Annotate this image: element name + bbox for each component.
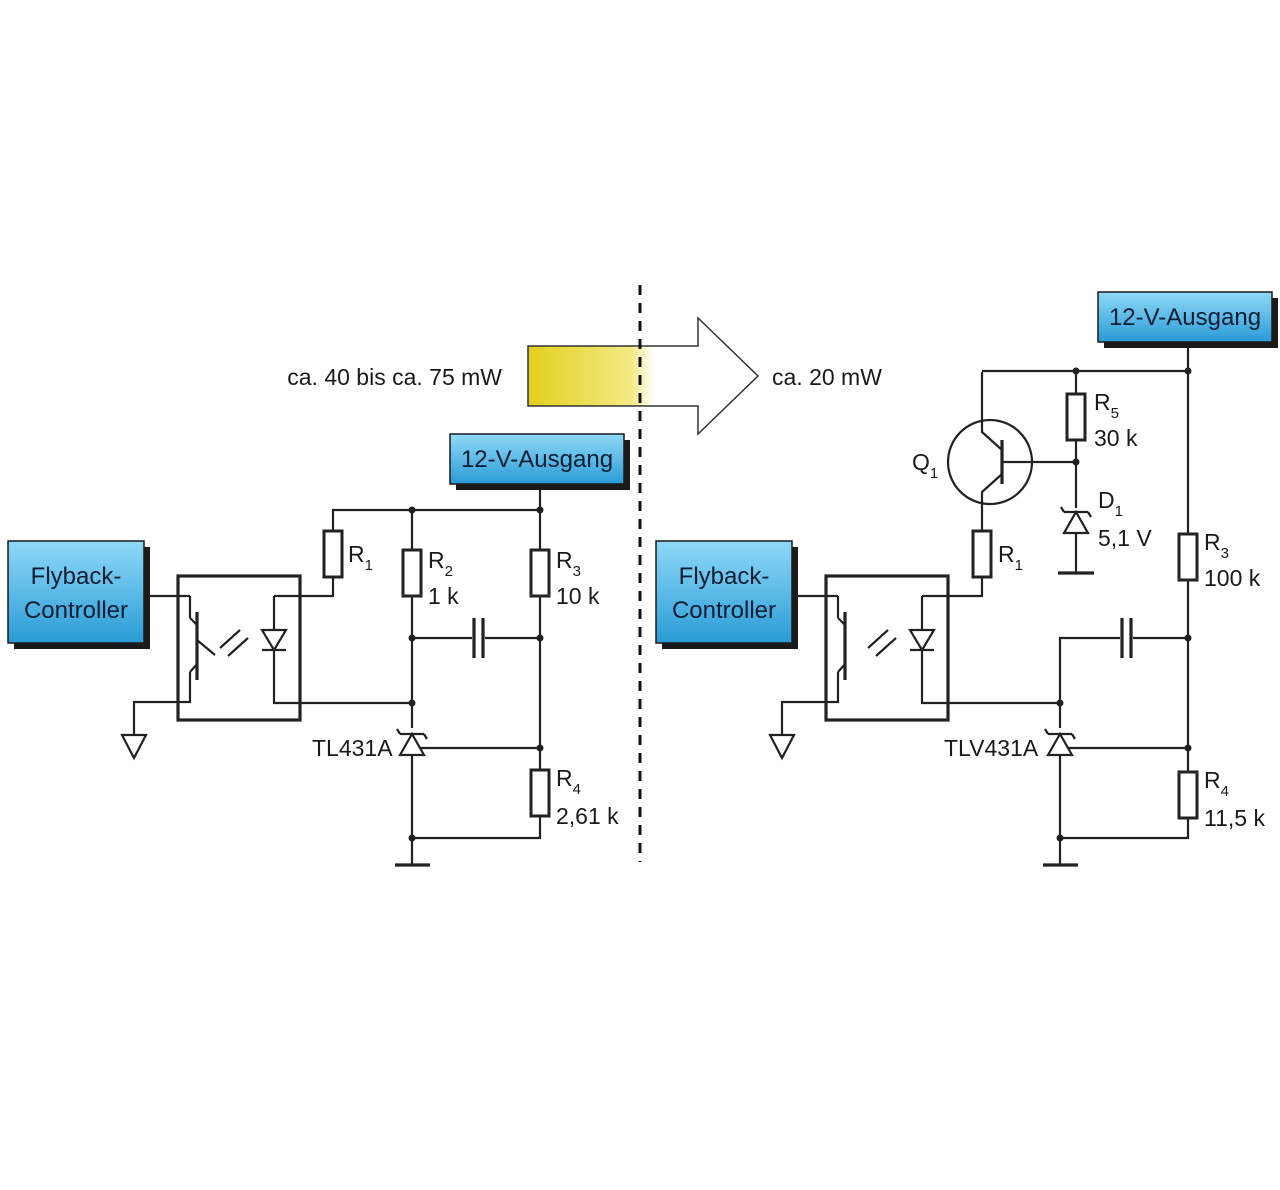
left-r1-label: R1 [348, 541, 373, 574]
left-output-box: 12-V-Ausgang [449, 433, 630, 490]
power-reduction-arrow [527, 316, 760, 436]
left-controller-line1: Flyback- [31, 563, 122, 590]
right-r3-value: 100 k [1204, 565, 1261, 591]
right-r4-resistor [1177, 770, 1199, 820]
right-q1-label: Q1 [912, 449, 938, 482]
left-optocoupler [176, 574, 302, 722]
left-tl431-icon [396, 728, 540, 838]
left-ground-icon [120, 733, 148, 761]
left-r1-resistor [322, 529, 344, 579]
left-output-label: 12-V-Ausgang [461, 446, 613, 473]
right-r1-resistor [971, 529, 993, 579]
right-phototransistor-icon [768, 594, 897, 761]
right-regulator-label: TLV431A [944, 735, 1039, 761]
power-after-label: ca. 20 mW [772, 364, 882, 390]
left-r4-resistor [529, 768, 551, 818]
left-r3-label: R3 [556, 547, 581, 580]
right-d1-label: D1 [1098, 487, 1123, 520]
right-ground-icon [768, 733, 796, 761]
right-r5-resistor [1065, 392, 1087, 442]
right-controller-line2: Controller [672, 597, 776, 624]
left-r4-label: R4 [556, 765, 581, 798]
left-controller-line2: Controller [24, 597, 128, 624]
left-controller-box: Flyback- Controller [7, 540, 150, 649]
right-r5-label: R5 [1094, 389, 1119, 422]
right-tlv431-icon [1044, 728, 1188, 838]
right-r5-value: 30 k [1094, 425, 1138, 451]
right-r4-value: 11,5 k [1204, 805, 1265, 831]
left-phototransistor-icon [120, 594, 249, 761]
right-r1-label: R1 [998, 541, 1023, 574]
right-d1-zener-icon [1058, 506, 1094, 575]
left-r2-resistor [401, 548, 423, 598]
right-optocoupler [824, 574, 950, 722]
right-controller-line1: Flyback- [679, 563, 770, 590]
right-controller-box: Flyback- Controller [655, 540, 798, 649]
right-r3-resistor [1177, 532, 1199, 582]
right-circuit: Flyback- Controller 12-V-Ausgang [655, 291, 1278, 867]
left-led-icon [260, 596, 300, 705]
right-r3-label: R3 [1204, 529, 1229, 562]
right-r4-label: R4 [1204, 767, 1229, 800]
left-circuit: Flyback- Controller 12-V-Ausgang [7, 433, 630, 867]
right-q1-transistor-icon [946, 372, 1076, 506]
right-led-icon [908, 596, 948, 705]
power-before-label: ca. 40 bis ca. 75 mW [287, 364, 502, 390]
right-d1-value: 5,1 V [1098, 525, 1152, 551]
left-r2-value: 1 k [428, 583, 459, 609]
left-r3-resistor [529, 548, 551, 598]
right-output-label: 12-V-Ausgang [1109, 304, 1261, 331]
left-r3-value: 10 k [556, 583, 600, 609]
left-regulator-label: TL431A [312, 735, 393, 761]
left-r4-value: 2,61 k [556, 803, 619, 829]
right-output-box: 12-V-Ausgang [1097, 291, 1278, 348]
left-r2-label: R2 [428, 547, 453, 580]
